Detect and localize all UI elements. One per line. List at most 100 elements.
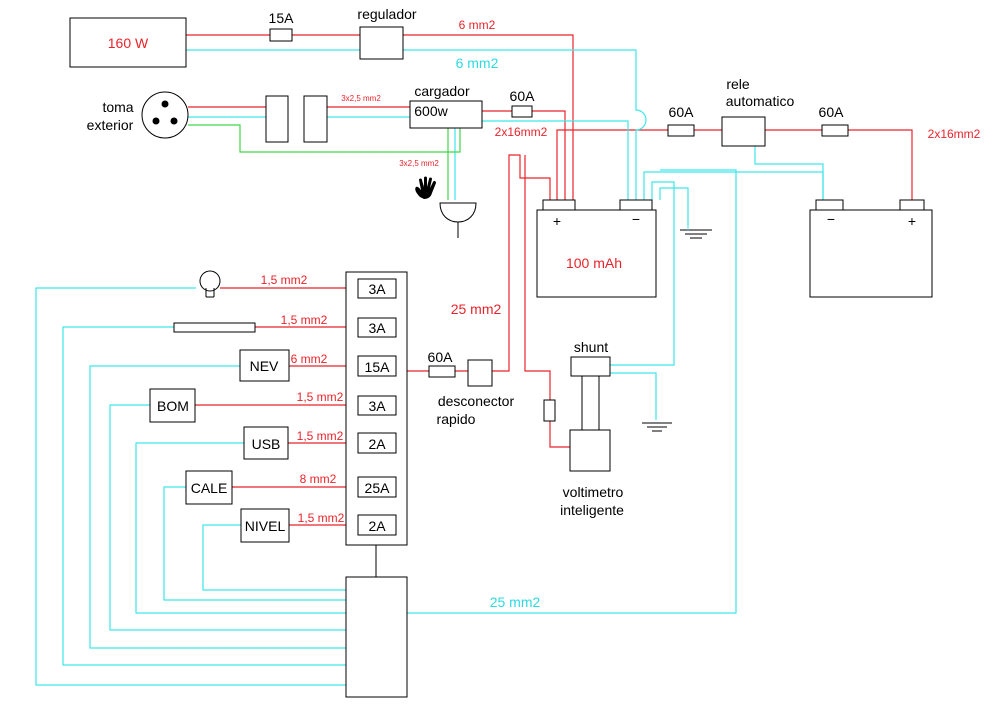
voltmeter-label-2: inteligente xyxy=(560,502,624,518)
hand-icon xyxy=(415,176,436,199)
wire-charger-negative xyxy=(482,120,629,200)
negative-block xyxy=(345,576,408,698)
wire-shunt-ground xyxy=(610,372,657,420)
shunt-label: shunt xyxy=(574,339,608,355)
disconnector-label-2: rapido xyxy=(437,411,476,427)
fuse-relay-out-label: 60A xyxy=(819,104,845,120)
battery-main: + − 100 mAh xyxy=(536,199,657,298)
battery-secondary: − + xyxy=(809,199,933,298)
fuse-charger-label: 60A xyxy=(510,88,536,104)
breaker-1 xyxy=(265,95,289,143)
load-bom-wire-label: 1,5 mm2 xyxy=(297,390,344,404)
breaker-2 xyxy=(303,95,328,143)
wire-panel-positive xyxy=(186,34,574,200)
battery2-minus: − xyxy=(827,211,835,227)
load1-label: 1,5 mm2 xyxy=(261,273,308,287)
wire-battery-shunt xyxy=(610,181,675,366)
fuse-box-2 xyxy=(357,317,397,338)
battery-main-minus: − xyxy=(632,211,640,227)
fuse-box-7 xyxy=(357,514,397,536)
disconnector-label-1: desconector xyxy=(438,393,515,409)
neg-bus-label: 25 mm2 xyxy=(490,594,541,610)
load2-label: 1,5 mm2 xyxy=(281,313,328,327)
wire-negative-bus xyxy=(407,169,737,614)
negative-wires xyxy=(35,49,824,686)
wire-load-nev-negative xyxy=(89,365,346,649)
earth-wires xyxy=(188,124,461,200)
load-cale-wire-label: 8 mm2 xyxy=(300,472,337,486)
bulb-icon xyxy=(199,270,221,298)
fuse-box-4 xyxy=(357,395,397,416)
outlet-cable-label: 3x2,5 mm2 xyxy=(341,94,381,103)
solar-panel: 160 W xyxy=(69,17,187,68)
load-nev xyxy=(239,349,290,382)
feed-block-label: 25 mm2 xyxy=(451,301,502,317)
wire-relay-negative xyxy=(754,146,824,200)
fuse-panel-label: 15A xyxy=(269,10,295,26)
fuse-box-1 xyxy=(357,278,397,299)
wire-load1-negative xyxy=(35,287,346,686)
charger-label-2: 600w xyxy=(414,103,448,119)
outlet-label-1: toma xyxy=(102,99,133,115)
light-strip xyxy=(173,322,256,333)
fuse-box-6 xyxy=(357,476,397,498)
battery-main-plus: + xyxy=(553,213,561,229)
relay-label-2: automatico xyxy=(726,93,795,109)
ground-cable-label: 3x2,5 mm2 xyxy=(399,159,439,168)
voltmeter xyxy=(569,429,611,472)
disconnector xyxy=(467,359,493,387)
battery2-cable-label: 2x16mm2 xyxy=(928,127,981,141)
wire-feed-disconnector xyxy=(492,154,551,372)
wire-battery-ground xyxy=(659,187,689,225)
regulator xyxy=(359,26,404,60)
fuse-block: 3A 3A 15A 3A 2A 25A 2A xyxy=(345,271,408,546)
fuse-label-7: 2A xyxy=(368,518,386,534)
wire-load-cale-negative xyxy=(163,486,346,601)
load-nev-wire-label: 6 mm2 xyxy=(291,352,328,366)
wire-load-nivel-negative xyxy=(202,524,346,591)
outlet-label-2: exterior xyxy=(87,117,134,133)
fuse-main-label: 60A xyxy=(669,104,695,120)
wire-voltmeter-positive xyxy=(524,155,570,448)
fuse-label-5: 2A xyxy=(368,436,386,452)
load-nev-label: NEV xyxy=(250,358,279,374)
reg-out-label: 6 mm2 xyxy=(459,18,496,32)
battery2-plus: + xyxy=(908,213,916,229)
load-cale-label: CALE xyxy=(191,480,228,496)
wire-load-usb-negative xyxy=(135,442,346,614)
charger xyxy=(409,100,483,129)
fuse-relay-out xyxy=(821,124,849,137)
battery-main-label: 100 mAh xyxy=(566,255,622,271)
load-nivel-wire-label: 1,5 mm2 xyxy=(298,511,345,525)
ground-icon xyxy=(680,225,712,239)
load-usb xyxy=(243,426,289,460)
fuse-panel xyxy=(269,28,293,42)
outlet-icon xyxy=(141,91,189,139)
load-nivel-label: NIVEL xyxy=(245,518,286,534)
voltmeter-label-1: voltimetro xyxy=(563,484,624,500)
fuse-box-3 xyxy=(357,355,397,377)
load-cale xyxy=(185,470,233,505)
charger-out-label: 2x16mm2 xyxy=(495,125,548,139)
fuse-charger xyxy=(511,105,533,118)
fuse-block-in xyxy=(428,365,456,378)
regulator-label: regulador xyxy=(357,6,416,22)
load-bom xyxy=(149,388,196,423)
fuse-label-1: 3A xyxy=(368,281,386,297)
relay-label-1: rele xyxy=(726,76,750,92)
fuse-label-6: 25A xyxy=(365,480,391,496)
load-bom-label: BOM xyxy=(157,398,189,414)
load-nivel xyxy=(240,508,290,543)
reg-neg-label: 6 mm2 xyxy=(456,55,499,71)
wire-outlet-earth xyxy=(188,124,461,153)
fuse-label-2: 3A xyxy=(368,320,386,336)
charger-label-1: cargador xyxy=(414,83,470,99)
wire-panel-negative xyxy=(186,49,647,200)
fuse-block-in-label: 60A xyxy=(428,349,454,365)
fuse-main xyxy=(667,124,695,137)
load-usb-label: USB xyxy=(252,436,281,452)
wire-load-bom-negative xyxy=(109,404,346,631)
wire-battery-link-negative xyxy=(643,171,824,200)
wire-charger-positive xyxy=(482,110,566,200)
